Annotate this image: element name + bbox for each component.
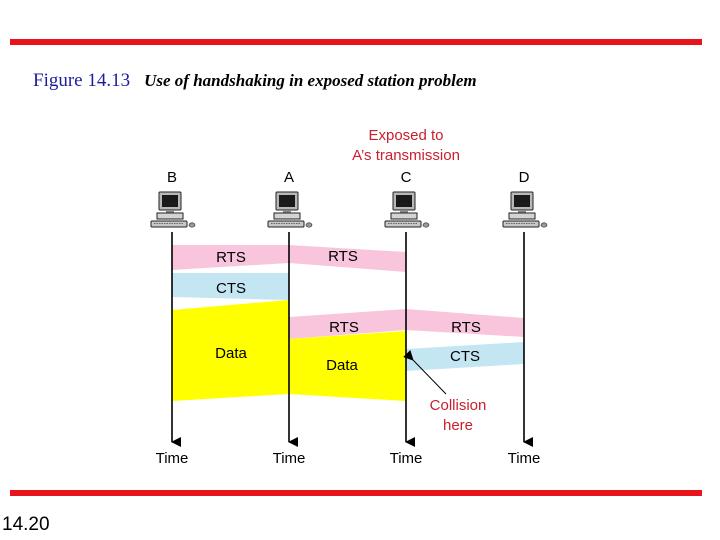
rts-frame-b-to-a bbox=[172, 245, 289, 270]
rts-frame-a-to-c bbox=[289, 245, 406, 272]
rts-frame-c-to-d bbox=[406, 309, 524, 337]
figure-number: Figure 14.13 bbox=[33, 70, 131, 91]
data-label-a-to-c: Data bbox=[326, 357, 358, 374]
figure-title: Figure 14.13 Use of handshaking in expos… bbox=[33, 70, 477, 92]
cts-label-d-to-c: CTS bbox=[450, 348, 480, 365]
computer-icon bbox=[384, 191, 430, 228]
collision-annotation-line1: Collision bbox=[430, 397, 487, 414]
figure-caption: Use of handshaking in exposed station pr… bbox=[144, 71, 477, 90]
data-frame-a-to-c bbox=[289, 331, 406, 401]
data-frame-b-to-a bbox=[172, 300, 289, 401]
station-label-d: D bbox=[519, 169, 530, 186]
rts-label-b-to-a: RTS bbox=[216, 249, 246, 266]
station-label-c: C bbox=[401, 169, 412, 186]
rts-frame-c-to-a bbox=[289, 309, 406, 339]
station-label-a: A bbox=[284, 169, 294, 186]
computer-icon bbox=[150, 191, 196, 228]
time-label-a: Time bbox=[273, 450, 306, 467]
station-label-b: B bbox=[167, 169, 177, 186]
rts-label-a-to-c: RTS bbox=[328, 248, 358, 265]
page-number: 14.20 bbox=[2, 514, 50, 535]
collision-arrow bbox=[403, 350, 447, 395]
rts-label-c-to-d: RTS bbox=[451, 319, 481, 336]
cts-frame-d-to-c bbox=[406, 342, 524, 371]
time-label-d: Time bbox=[508, 450, 541, 467]
computer-icon bbox=[502, 191, 548, 228]
exposed-annotation-line2: A’s transmission bbox=[352, 147, 460, 164]
top-accent-bar bbox=[10, 39, 702, 45]
bottom-accent-bar bbox=[10, 490, 702, 496]
cts-label-a-to-b: CTS bbox=[216, 280, 246, 297]
time-label-c: Time bbox=[390, 450, 423, 467]
rts-label-c-to-a: RTS bbox=[329, 319, 359, 336]
time-label-b: Time bbox=[156, 450, 189, 467]
cts-frame-a-to-b bbox=[172, 273, 289, 300]
computer-icon bbox=[267, 191, 313, 228]
collision-annotation-line2: here bbox=[443, 417, 473, 434]
data-label-b-to-a: Data bbox=[215, 345, 247, 362]
exposed-annotation-line1: Exposed to bbox=[368, 127, 443, 144]
